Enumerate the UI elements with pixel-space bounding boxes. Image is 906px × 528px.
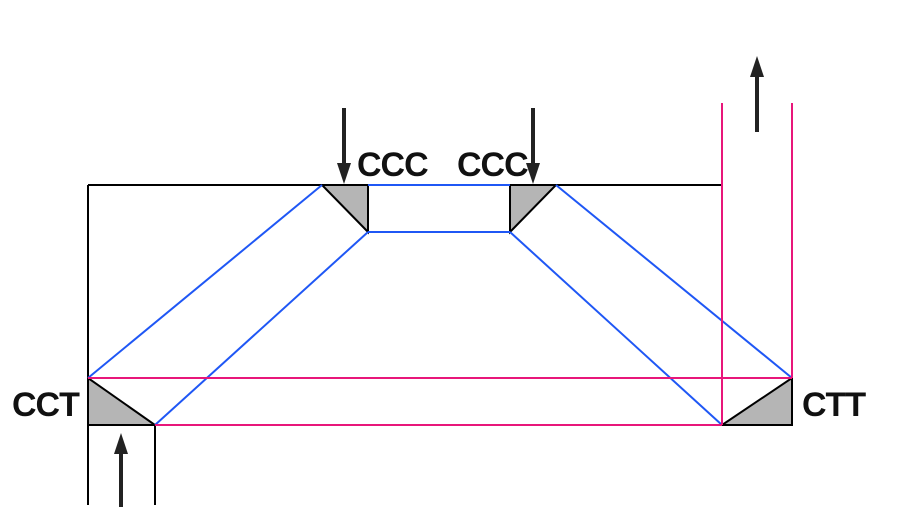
triangle-top-right bbox=[509, 184, 559, 235]
label-top-right: CCC bbox=[457, 146, 528, 184]
blue-right-outer-diagonal bbox=[555, 184, 793, 379]
triangle-bottom-left bbox=[87, 376, 159, 426]
arrow-up-top-right bbox=[750, 56, 764, 132]
triangle-bottom-right bbox=[718, 376, 793, 426]
arrows bbox=[114, 56, 764, 507]
label-bottom-left: CCT bbox=[12, 386, 80, 424]
arrow-up-bottom-left bbox=[114, 433, 128, 507]
label-top-left: CCC bbox=[357, 146, 428, 184]
blue-left-inner-diagonal bbox=[154, 231, 369, 426]
label-bottom-right: CTT bbox=[802, 386, 866, 424]
arrow-down-top-left bbox=[337, 108, 351, 184]
magenta-path bbox=[88, 103, 793, 426]
labels: CCC CCC CCT CTT bbox=[12, 146, 867, 424]
blue-path bbox=[87, 184, 793, 426]
blue-left-outer-diagonal bbox=[87, 184, 323, 379]
arrow-down-top-right bbox=[526, 108, 540, 184]
triangle-top-left bbox=[319, 184, 369, 235]
triangles bbox=[87, 184, 793, 426]
blue-right-inner-diagonal bbox=[509, 231, 723, 426]
